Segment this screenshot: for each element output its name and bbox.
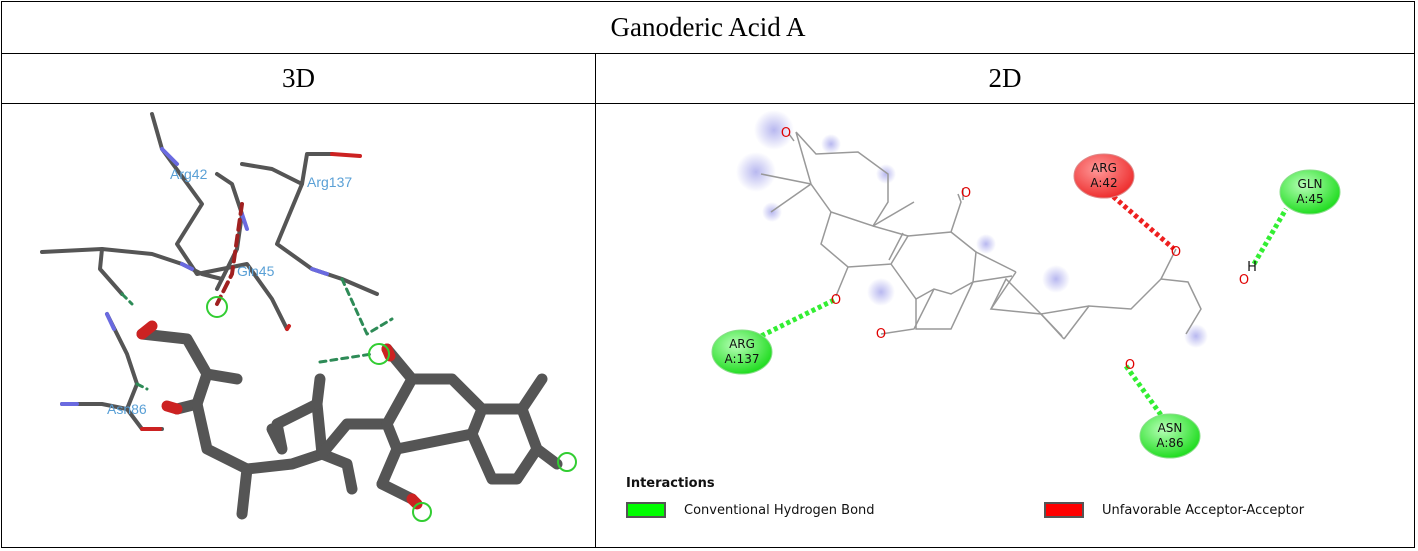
- svg-text:A:45: A:45: [1296, 192, 1323, 206]
- svg-text:A:42: A:42: [1090, 176, 1117, 190]
- svg-text:A:137: A:137: [725, 352, 760, 366]
- legend-item-unfavorable: Unfavorable Acceptor-Acceptor: [1044, 502, 1304, 518]
- atom-label-o: O: [1125, 358, 1135, 373]
- atom-label-o: O: [1239, 273, 1249, 288]
- hbond-asn86: [1123, 364, 1169, 424]
- hbond-gln45: [1251, 207, 1289, 266]
- svg-text:A:86: A:86: [1156, 436, 1183, 450]
- panel-3d: Arg42 Arg137 Gln45 Asn86: [2, 104, 596, 547]
- svg-text:ASN: ASN: [1158, 421, 1183, 435]
- legend-item-hbond: Conventional Hydrogen Bond: [626, 502, 875, 518]
- legend-label: Conventional Hydrogen Bond: [684, 502, 875, 518]
- residue-label-gln45: Gln45: [237, 263, 275, 279]
- legend-swatch-red: [1044, 502, 1084, 518]
- hbond-arg137: [759, 297, 836, 339]
- atom-label-h: H: [1247, 260, 1257, 275]
- legend-swatch-green: [626, 502, 666, 518]
- legend-title: Interactions: [626, 476, 715, 491]
- residue-arg42: ARG A:42: [1073, 153, 1135, 199]
- interaction-2d-diagram: O O O O O O O H ARG A:42 GLN A:45: [711, 110, 1341, 459]
- atom-label-o: O: [876, 327, 886, 342]
- docking-3d-render: Arg42 Arg137 Gln45 Asn86: [40, 112, 577, 522]
- column-header-2d: 2D: [596, 54, 1414, 104]
- molecule-skeleton: [760, 131, 1202, 340]
- svg-text:ARG: ARG: [729, 337, 755, 351]
- atom-label-o: O: [781, 126, 791, 141]
- svg-text:GLN: GLN: [1298, 177, 1323, 191]
- panel-2d: O O O O O O O H ARG A:42 GLN A:45: [596, 104, 1414, 547]
- residue-label-arg137: Arg137: [307, 174, 352, 190]
- atom-label-o: O: [961, 186, 971, 201]
- table-title: Ganoderic Acid A: [2, 2, 1414, 54]
- unfavorable-arg42: [1106, 190, 1176, 251]
- column-header-3d: 3D: [2, 54, 596, 104]
- residue-arg137: ARG A:137: [711, 329, 773, 375]
- residue-asn86: ASN A:86: [1139, 413, 1201, 459]
- atom-label-o: O: [1171, 245, 1181, 260]
- svg-text:ARG: ARG: [1091, 161, 1117, 175]
- residue-label-asn86: Asn86: [107, 401, 147, 417]
- residue-gln45: GLN A:45: [1279, 169, 1341, 215]
- residue-label-arg42: Arg42: [170, 166, 208, 182]
- legend-label: Unfavorable Acceptor-Acceptor: [1102, 502, 1305, 518]
- ligand-sticks: [136, 328, 563, 520]
- atom-label-o: O: [831, 293, 841, 308]
